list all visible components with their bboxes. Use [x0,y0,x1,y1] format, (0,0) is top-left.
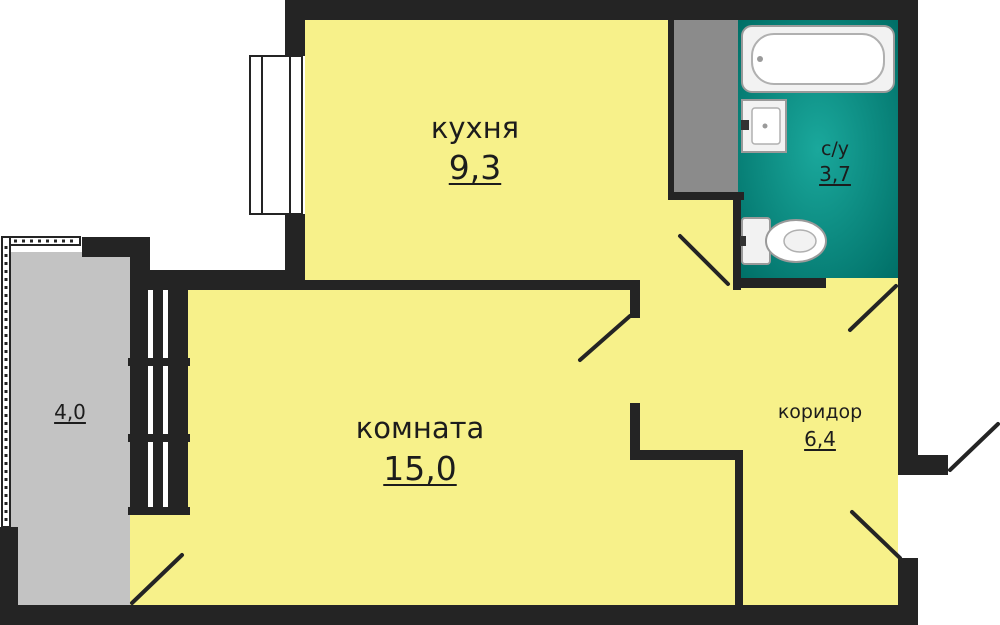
room-area: 15,0 [383,449,457,488]
wardrobe [674,20,738,192]
sink-icon [741,99,787,153]
walls [0,0,948,625]
kitchen-name: кухня [430,111,520,145]
bathroom-name: с/у [820,138,850,160]
balcony-area: 4,0 [54,400,86,424]
window-icon [128,290,190,515]
room-name: комната [355,411,485,445]
corridor-floor [630,278,898,605]
window-icon [249,55,303,215]
toilet-icon [740,217,827,265]
bathtub-icon [741,25,895,93]
room-floor [130,290,630,605]
door-icon [130,234,1000,605]
balcony-floor [10,252,130,605]
bathroom-area: 3,7 [819,162,851,186]
corridor-area: 6,4 [804,427,836,451]
kitchen-floor [305,20,738,290]
balcony-railing [1,236,81,528]
corridor-name: коридор [777,401,863,423]
kitchen-area: 9,3 [448,148,502,187]
